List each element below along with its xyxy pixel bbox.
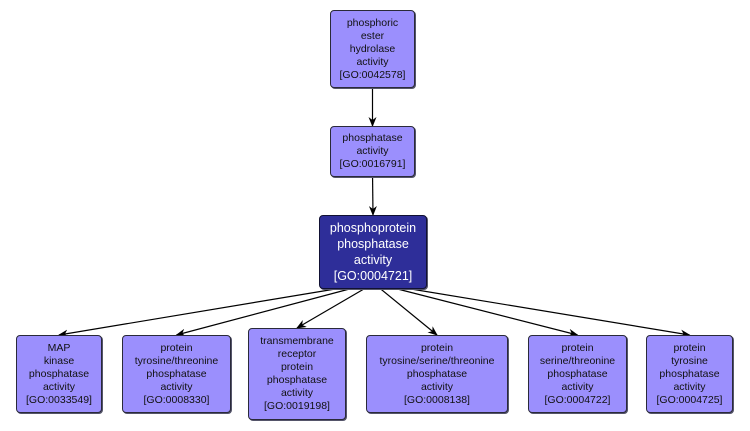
go-node-transmembrane-receptor-protein-phosphatase-activity[interactable]: transmembrane receptor protein phosphata… <box>248 328 346 420</box>
node-label-line: MAP <box>47 341 71 354</box>
go-node-protein-tyrosine-phosphatase-activity[interactable]: protein tyrosine phosphatase activity [G… <box>646 335 733 413</box>
node-label-line: phosphatase <box>337 237 409 251</box>
edge-n0004721-to-n0008330 <box>175 288 350 337</box>
node-go-id: [GO:0019198] <box>264 400 330 412</box>
node-label-line: tyrosine/threonine <box>134 354 219 367</box>
edge-n0004721-to-n0033549 <box>58 288 336 338</box>
node-label-line: phosphatase <box>659 367 720 380</box>
node-go-id: [GO:0004722] <box>544 393 611 406</box>
go-node-protein-tyrosine-threonine-phosphatase-activity[interactable]: protein tyrosine/threonine phosphatase a… <box>122 335 231 413</box>
node-label-line: protein <box>280 361 314 373</box>
go-node-protein-serine-threonine-phosphatase-activity[interactable]: protein serine/threonine phosphatase act… <box>528 335 627 413</box>
node-label-line: receptor <box>277 348 317 360</box>
node-label-line: phosphatase <box>28 367 90 380</box>
node-label-line: activity <box>356 55 389 68</box>
node-label-line: activity <box>561 380 594 393</box>
node-label-line: protein <box>561 341 594 354</box>
node-label-line: protein <box>160 341 193 354</box>
go-node-protein-tyrosine-serine-threonine-phosphatase-activity[interactable]: protein tyrosine/serine/threonine phosph… <box>366 335 508 413</box>
node-label-line: kinase <box>43 354 75 367</box>
edge-n0004721-to-n0004725 <box>410 288 691 338</box>
edge-n0004721-to-n0008138 <box>380 288 438 336</box>
node-label-line: phosphatase <box>342 132 403 144</box>
edge-n0004721-to-n0004722 <box>397 288 579 337</box>
node-label-line: serine/threonine <box>539 354 616 367</box>
node-label-line: activity <box>280 387 314 399</box>
node-label-line: activity <box>420 380 454 393</box>
node-label-line: tyrosine <box>671 354 708 367</box>
node-go-id: [GO:0042578] <box>339 68 406 81</box>
node-label-line: hydrolase <box>349 42 396 55</box>
node-label-line: tyrosine/serine/threonine <box>379 354 495 367</box>
node-label-line: phosphoric <box>346 16 399 29</box>
node-go-id: [GO:0008330] <box>143 393 210 406</box>
node-label-line: activity <box>356 145 389 157</box>
go-node-phosphoric-ester-hydrolase-activity[interactable]: phosphoric ester hydrolase activity [GO:… <box>330 10 415 88</box>
node-label-line: phosphatase <box>406 367 468 380</box>
go-node-phosphoprotein-phosphatase-activity-focus[interactable]: phosphoprotein phosphatase activity [GO:… <box>319 215 427 289</box>
go-node-map-kinase-phosphatase-activity[interactable]: MAP kinase phosphatase activity [GO:0033… <box>16 335 102 413</box>
node-label-line: protein <box>673 341 706 354</box>
node-label-line: activity <box>160 380 193 393</box>
node-label-line: phosphatase <box>547 367 608 380</box>
node-label-line: activity <box>673 380 706 393</box>
node-label-line: ester <box>360 29 385 42</box>
node-label-line: phosphatase <box>146 367 207 380</box>
edge-n0004721-to-n0019198 <box>296 288 365 329</box>
node-go-id: [GO:0004725] <box>656 393 723 406</box>
node-label-line: phosphoprotein <box>329 221 417 235</box>
node-label-line: protein <box>420 341 454 354</box>
node-label-line: transmembrane <box>260 335 334 347</box>
node-go-id: [GO:0016791] <box>339 158 406 170</box>
node-label-line: activity <box>353 253 393 267</box>
node-go-id: [GO:0004721] <box>333 269 413 283</box>
go-node-phosphatase-activity[interactable]: phosphatase activity [GO:0016791] <box>330 126 415 177</box>
node-go-id: [GO:0008138] <box>404 393 470 406</box>
node-go-id: [GO:0033549] <box>26 393 92 406</box>
node-label-line: activity <box>42 380 76 393</box>
node-label-line: phosphatase <box>266 374 328 386</box>
